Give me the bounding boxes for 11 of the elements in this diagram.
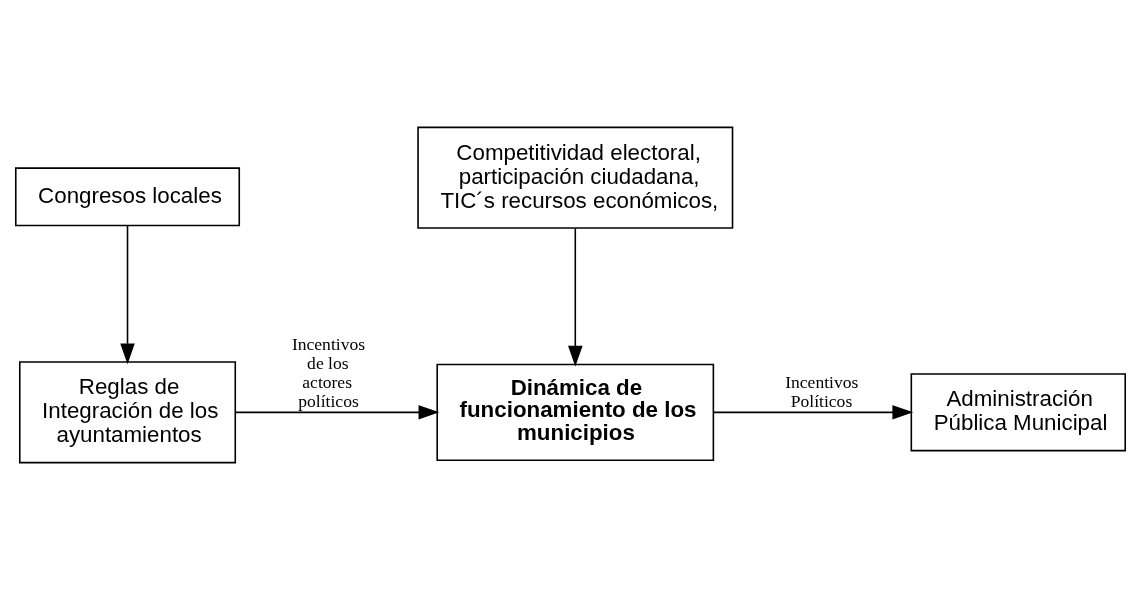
node-box: Competitividad electoral, participación ciudadana, TIC´s recursos económicos,	[417, 126, 734, 229]
arrow	[234, 405, 440, 420]
arrow	[712, 405, 914, 420]
arrow	[120, 225, 135, 365]
edge-label: Incentivos de los actores políticos	[291, 333, 366, 412]
node-box: Administración Pública Municipal	[910, 373, 1126, 452]
node-box: Congresos locales	[14, 167, 241, 227]
node-box: Dinámica de funcionamiento de los municipios	[436, 363, 715, 462]
node-box: Reglas de Integración de los ayuntamientos	[18, 361, 237, 464]
edge-label: Incentivos Políticos	[785, 372, 859, 412]
arrow	[568, 227, 583, 367]
